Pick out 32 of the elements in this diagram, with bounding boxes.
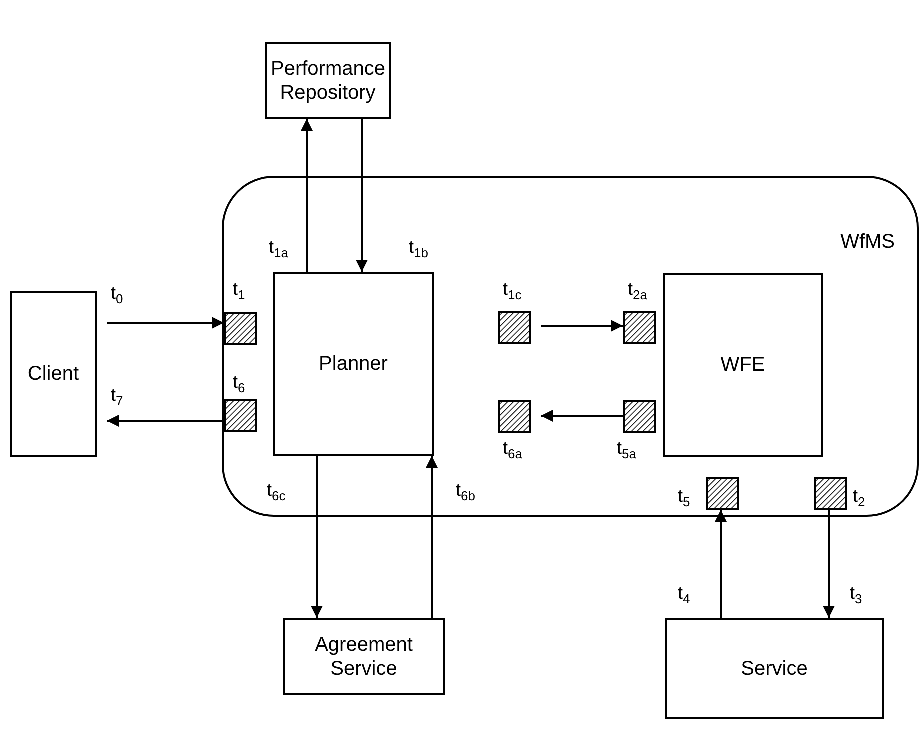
arrow bbox=[426, 456, 438, 618]
process-box bbox=[10, 291, 97, 457]
container-title: WfMS bbox=[840, 230, 895, 254]
node-label: Service bbox=[741, 656, 808, 680]
hatched-port-square bbox=[623, 311, 656, 344]
hatched-port-square bbox=[498, 311, 531, 344]
process-box bbox=[665, 618, 884, 719]
hatched-port-square bbox=[224, 312, 257, 345]
hatched-port-square bbox=[623, 400, 656, 433]
process-box bbox=[273, 272, 434, 456]
arrow bbox=[715, 510, 727, 618]
arrow bbox=[107, 317, 224, 329]
node-label: Performance Repository bbox=[271, 56, 385, 104]
arrow bbox=[541, 320, 623, 332]
process-box bbox=[265, 42, 391, 119]
node-label: Planner bbox=[319, 352, 388, 376]
hatched-port-square bbox=[498, 400, 531, 433]
container-box bbox=[222, 176, 919, 517]
arrow bbox=[301, 119, 313, 272]
process-box bbox=[663, 273, 823, 457]
process-box bbox=[283, 618, 445, 695]
node-label: WFE bbox=[720, 353, 766, 377]
hatched-port-square bbox=[706, 477, 739, 510]
arrow bbox=[823, 510, 835, 618]
arrow bbox=[311, 456, 323, 618]
hatched-port-square bbox=[224, 399, 257, 432]
arrow bbox=[541, 410, 623, 422]
node-label: Client bbox=[28, 362, 80, 386]
arrow bbox=[107, 415, 224, 427]
node-label: Agreement Service bbox=[314, 632, 414, 680]
hatched-port-square bbox=[814, 477, 847, 510]
arrow bbox=[356, 119, 368, 272]
